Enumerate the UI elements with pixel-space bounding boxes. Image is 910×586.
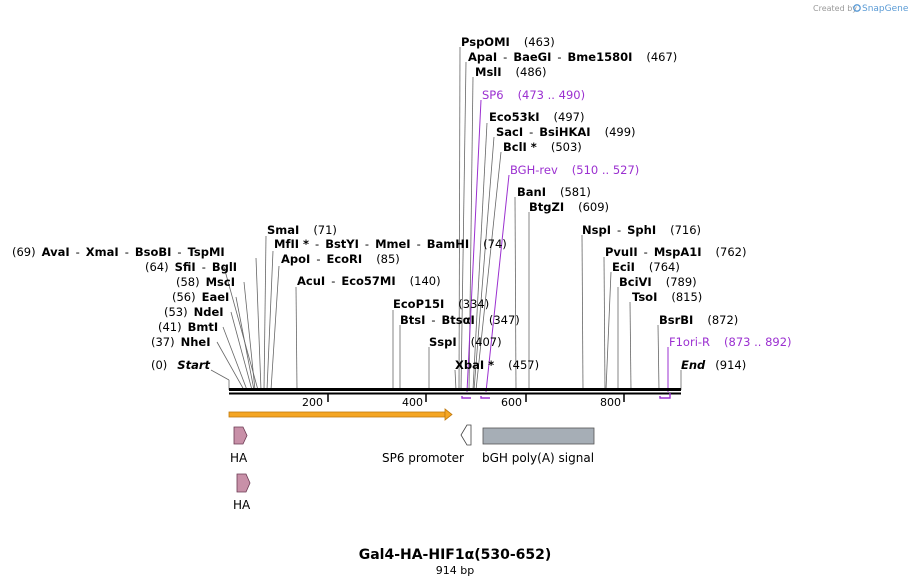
restriction-site-label[interactable]: EciI(764): [612, 260, 680, 274]
primer-label[interactable]: SP6(473 .. 490): [482, 88, 585, 102]
restriction-site-label[interactable]: PspOMI(463): [461, 35, 555, 49]
restriction-site-label[interactable]: TsoI(815): [632, 290, 702, 304]
restriction-site-label[interactable]: MslI(486): [475, 65, 546, 79]
restriction-site-label[interactable]: NspI-SphI(716): [582, 223, 701, 237]
feature-label: HA: [233, 498, 251, 512]
map-title: Gal4-HA-HIF1α(530-652): [359, 547, 552, 563]
feature-label: bGH poly(A) signal: [482, 451, 594, 465]
restriction-site-label[interactable]: SspI(407): [429, 335, 502, 349]
restriction-site-label[interactable]: PvuII-MspA1I(762): [605, 245, 746, 259]
site-labels: PspOMI(463)ApaI-BaeGI-Bme1580I(467)MslI(…: [12, 35, 792, 372]
restriction-site-label[interactable]: (64)SfiI-BglI: [145, 260, 237, 274]
end-marker: End(914): [681, 358, 746, 372]
restriction-site-label[interactable]: (69)AvaI-XmaI-BsoBI-TspMI: [12, 245, 225, 259]
restriction-site-label[interactable]: SacI-BsiHKAI(499): [496, 125, 636, 139]
restriction-site-label[interactable]: BclI *(503): [503, 140, 582, 154]
primer-marks: [461, 393, 671, 399]
map-length: 914 bp: [436, 564, 474, 577]
restriction-site-label[interactable]: AcuI-Eco57MI(140): [297, 274, 441, 288]
tick-label: 200: [302, 396, 323, 409]
feature-label: SP6 promoter: [382, 451, 464, 465]
credit-text: Created by: [813, 4, 857, 13]
site-connectors: [210, 46, 682, 391]
feature-ha-1[interactable]: [233, 426, 248, 445]
tick-label: 400: [402, 396, 423, 409]
ruler-ticks: [327, 394, 625, 402]
restriction-site-label[interactable]: (56)EaeI: [172, 290, 229, 304]
tick-label: 600: [501, 396, 522, 409]
primer-label[interactable]: F1ori-R(873 .. 892): [669, 335, 792, 349]
feature-ha-2[interactable]: [236, 473, 251, 493]
restriction-site-label[interactable]: BtgZI(609): [529, 200, 609, 214]
dna-backbone: [229, 388, 681, 395]
orf-arrow[interactable]: [228, 408, 453, 421]
restriction-site-label[interactable]: MfII *-BstYI-MmeI-BamHI(74): [274, 237, 507, 251]
credit-brand: SnapGene: [862, 4, 909, 14]
restriction-site-label[interactable]: (37)NheI: [151, 335, 211, 349]
restriction-site-label[interactable]: BciVI(789): [619, 275, 697, 289]
restriction-site-label[interactable]: ApaI-BaeGI-Bme1580I(467): [468, 50, 677, 64]
snapgene-logo: [853, 4, 861, 12]
restriction-site-label[interactable]: XbaI *(457): [455, 358, 539, 372]
restriction-site-label[interactable]: (53)NdeI: [164, 305, 224, 319]
restriction-site-label[interactable]: ApoI-EcoRI(85): [281, 252, 400, 266]
restriction-site-label[interactable]: Eco53kI(497): [489, 110, 584, 124]
restriction-site-label[interactable]: BsrBI(872): [659, 313, 738, 327]
restriction-site-label[interactable]: EcoP15I(334): [393, 297, 489, 311]
restriction-site-label[interactable]: SmaI(71): [267, 223, 337, 237]
sp6-promoter-arrow[interactable]: [460, 424, 472, 446]
restriction-site-label[interactable]: BanI(581): [517, 185, 591, 199]
tick-label: 800: [600, 396, 621, 409]
start-marker: (0)Start: [151, 358, 211, 372]
feature-label: HA: [230, 451, 248, 465]
restriction-site-label[interactable]: BtsI-BtsαI(347): [400, 313, 520, 327]
restriction-site-label[interactable]: (58)MscI: [176, 275, 235, 289]
restriction-site-label[interactable]: (41)BmtI: [158, 320, 218, 334]
primer-connectors: [466, 99, 669, 393]
primer-label[interactable]: BGH-rev(510 .. 527): [510, 163, 639, 177]
bgh-polya-box[interactable]: [482, 427, 595, 445]
